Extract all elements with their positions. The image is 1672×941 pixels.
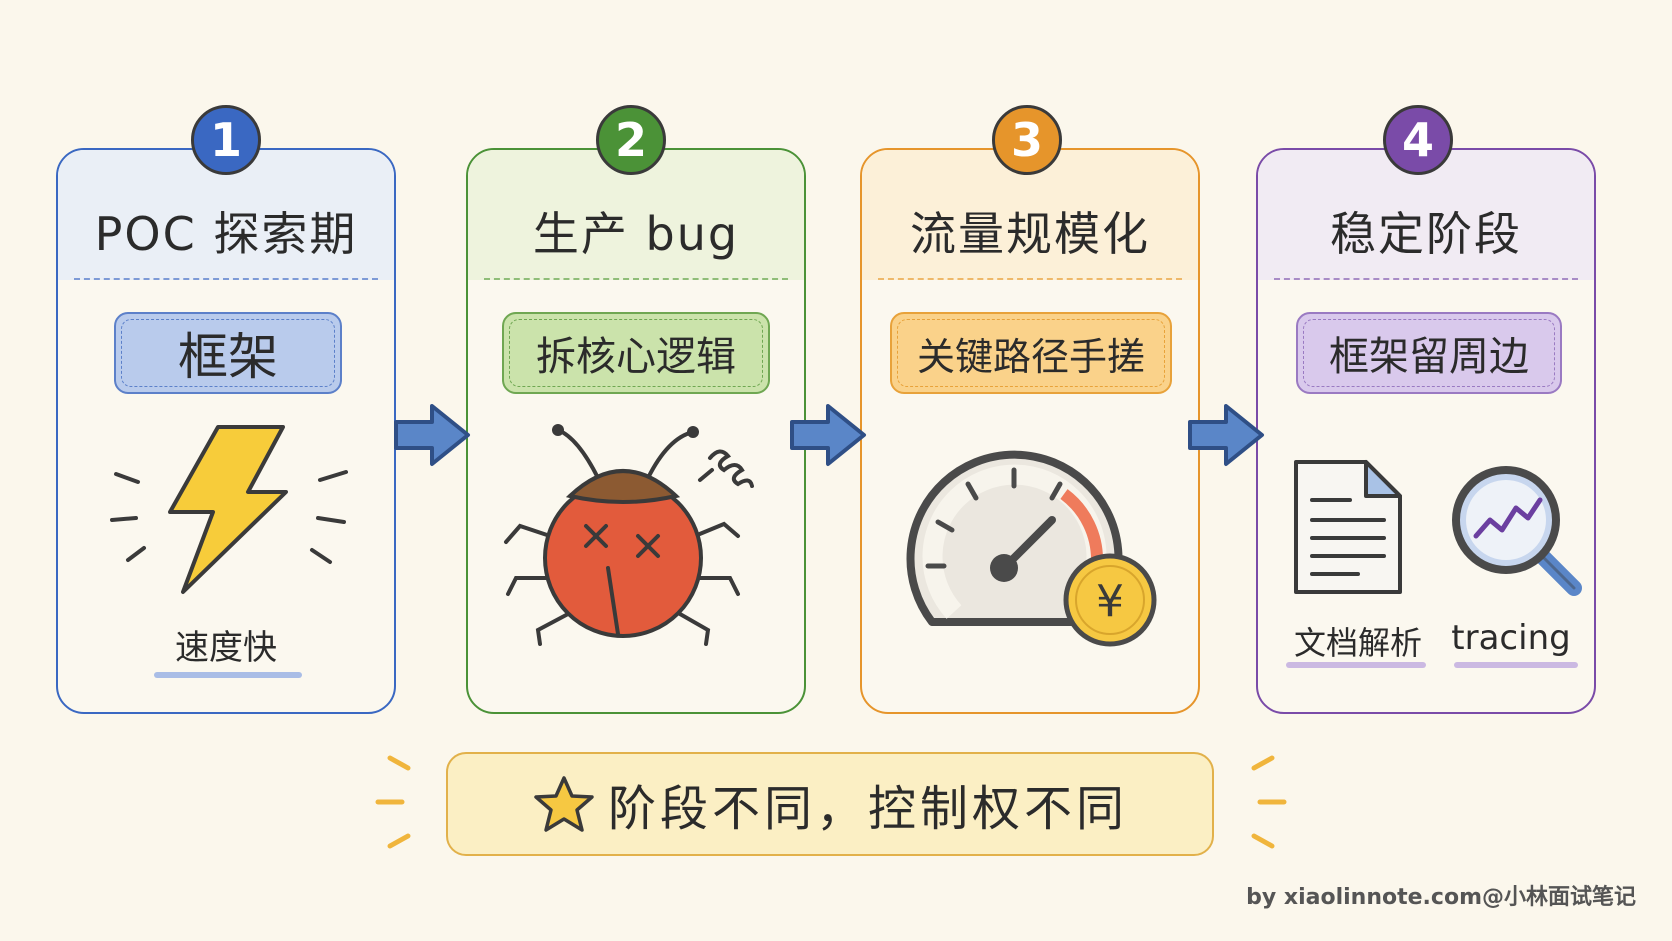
sparkle-lines-right [1251,755,1287,849]
divider [878,278,1182,280]
bug-icon [504,424,754,646]
caption-underline [1454,662,1578,668]
stage-title: 流量规模化 [910,207,1150,261]
stage-title: POC 探索期 [94,207,358,261]
speedometer-yen-icon: ¥ [906,450,1157,647]
stage-tag: 框架留周边 [1296,312,1562,394]
stage-tag-label: 关键路径手搓 [916,334,1145,379]
stage-tag-label: 拆核心逻辑 [536,334,736,380]
divider [1274,278,1578,280]
document-icon [1294,460,1402,594]
stage-card-1: POC 探索期 框架 速度快 [56,148,396,714]
stage-tag: 框架 [114,312,342,394]
caption-doc-parsing: 文档解析 [1293,624,1422,662]
caption-underline [1286,662,1426,668]
star-icon [534,776,594,832]
lightning-icon [110,425,348,594]
stage-number-badge-4: 4 [1383,105,1453,175]
stage-number-badge-3: 3 [992,105,1062,175]
sparkle-lines-left [375,755,411,849]
caption-speed: 速度快 [175,628,277,668]
stage-tag: 关键路径手搓 [890,312,1172,394]
summary-banner: 阶段不同，控制权不同 [446,752,1214,856]
stage-tag-label: 框架留周边 [1329,334,1529,380]
svg-text:¥: ¥ [1096,576,1124,627]
stage-title: 生产 bug [532,207,740,261]
caption-underline [154,672,302,678]
stage-card-3: 流量规模化 关键路径手搓 ¥ [860,148,1200,714]
stage-number-badge-1: 1 [191,105,261,175]
caption-tracing: tracing [1451,618,1571,658]
arrow-right-icon [1188,404,1264,466]
stage-title: 稳定阶段 [1330,207,1522,261]
stage-card-4: 稳定阶段 框架留周边 文档解析 tracing [1256,148,1596,714]
footer-credit: by xiaolinnote.com@小林面试笔记 [1246,885,1636,910]
summary-text: 阶段不同，控制权不同 [607,781,1128,837]
magnifier-chart-icon [1452,466,1582,596]
divider [74,278,378,280]
stage-card-2: 生产 bug 拆核心逻辑 [466,148,806,714]
stage-tag-label: 框架 [178,328,278,386]
stage-tag: 拆核心逻辑 [502,312,770,394]
arrow-right-icon [790,404,866,466]
divider [484,278,788,280]
stage-number-badge-2: 2 [596,105,666,175]
arrow-right-icon [394,404,470,466]
